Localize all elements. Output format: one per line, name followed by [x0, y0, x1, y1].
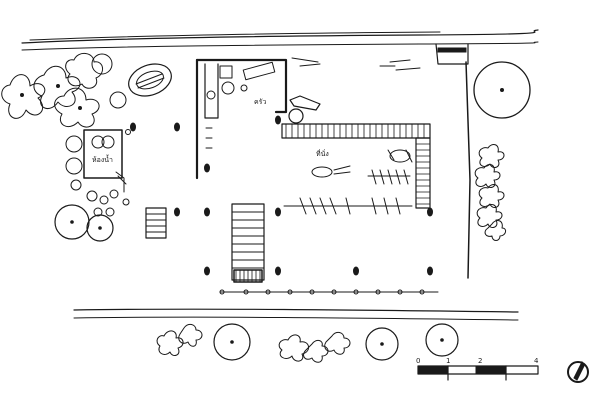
scale-bar: 0 1 2 4	[416, 357, 539, 381]
trees-lower-left	[54, 204, 114, 242]
stairs-main	[231, 203, 265, 283]
trees-bottom-row	[156, 323, 459, 363]
columns	[130, 115, 433, 276]
lounge-chair	[288, 95, 321, 124]
shrub-group-top-left	[1, 53, 127, 128]
label-bathroom: ห้องน้ำ	[92, 153, 113, 164]
road-bottom	[73, 308, 519, 321]
hatch-top	[291, 57, 421, 71]
bathroom-block: ห้องน้ำ	[83, 129, 131, 193]
scale-tick-0: 0	[416, 357, 420, 365]
boundary-right	[465, 61, 471, 279]
road-top	[21, 29, 539, 65]
label-dining: ที่นั่ง	[316, 149, 329, 158]
scale-tick-1: 1	[446, 357, 450, 365]
shrub-column-right	[474, 144, 507, 241]
bench-left	[145, 207, 167, 239]
label-kitchen: ครัว	[254, 98, 266, 106]
kitchen-block: ครัว	[195, 58, 288, 180]
bench-rows	[283, 169, 413, 215]
stepping-stones-left	[65, 135, 130, 217]
planter-ellipse	[128, 63, 172, 97]
north-arrow-icon	[567, 360, 589, 383]
scale-tick-2: 2	[478, 357, 482, 365]
counter: ที่นั่ง	[281, 123, 431, 209]
deck-edge	[219, 289, 439, 295]
table-with-stools-a	[311, 149, 413, 178]
tree-top-right	[473, 61, 531, 119]
scale-tick-3: 4	[534, 357, 539, 365]
